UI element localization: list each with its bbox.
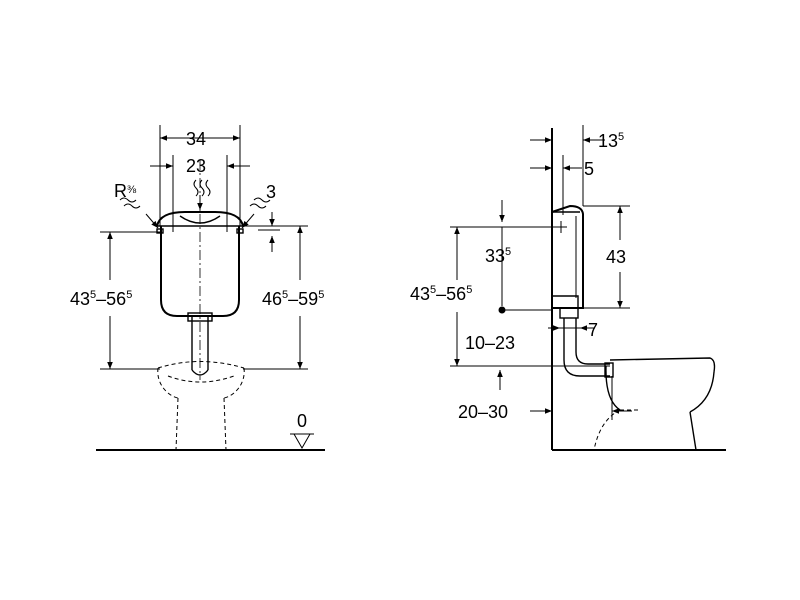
front-view: 34 23 R⅜ 3 <box>70 125 325 451</box>
dim-lid-offset: 3 <box>258 182 280 252</box>
toilet-bowl-front <box>157 361 245 451</box>
svg-text:435–565: 435–565 <box>410 284 472 304</box>
svg-text:5: 5 <box>584 159 594 179</box>
svg-text:3: 3 <box>266 182 276 202</box>
wall-gap-value: 5 <box>584 159 594 179</box>
cistern-front <box>156 160 244 380</box>
dim-total-height: 435–565 <box>410 226 610 367</box>
svg-text:0: 0 <box>297 411 307 431</box>
flush-pipe-side <box>563 318 614 378</box>
water-flow-icon <box>119 179 271 209</box>
dim-inlet-height: 335 <box>485 200 555 306</box>
dim-height-right: 465–595 <box>243 225 324 370</box>
svg-text:335: 335 <box>485 246 511 266</box>
floor-level-marker: 0 <box>290 411 314 450</box>
dim-tank-height: 43 <box>583 205 630 309</box>
adjust-range-value: 10–23 <box>465 333 515 353</box>
dim-width-outer: 34 <box>159 125 241 226</box>
dim-width-inner: 23 <box>150 155 250 232</box>
width-outer-value: 34 <box>186 129 206 149</box>
dim-wall-gap: 5 <box>530 155 594 215</box>
toilet-bowl-side <box>593 357 716 451</box>
side-view: 135 5 43 335 <box>410 125 726 451</box>
wall-distance-value: 20–30 <box>458 402 508 422</box>
dim-wall-distance: 20–30 <box>458 402 632 422</box>
svg-text:465–595: 465–595 <box>262 289 324 309</box>
dim-top-offset: 135 <box>530 125 624 206</box>
tank-height-value: 43 <box>606 247 626 267</box>
svg-text:34: 34 <box>186 129 206 149</box>
width-inner-value: 23 <box>186 156 206 176</box>
dim-adjust-range: 10–23 <box>465 333 515 390</box>
dim-height-left: 435–565 <box>70 231 160 370</box>
cistern-side <box>551 204 584 319</box>
svg-text:7: 7 <box>588 320 598 340</box>
svg-text:23: 23 <box>186 156 206 176</box>
svg-text:435–565: 435–565 <box>70 289 132 309</box>
svg-text:135: 135 <box>598 131 624 151</box>
svg-text:43: 43 <box>606 247 626 267</box>
dim-pipe-offset: 7 <box>548 320 598 340</box>
pipe-offset-value: 7 <box>588 320 598 340</box>
connection-label: R⅜ <box>114 181 137 201</box>
lid-offset-value: 3 <box>266 182 276 202</box>
